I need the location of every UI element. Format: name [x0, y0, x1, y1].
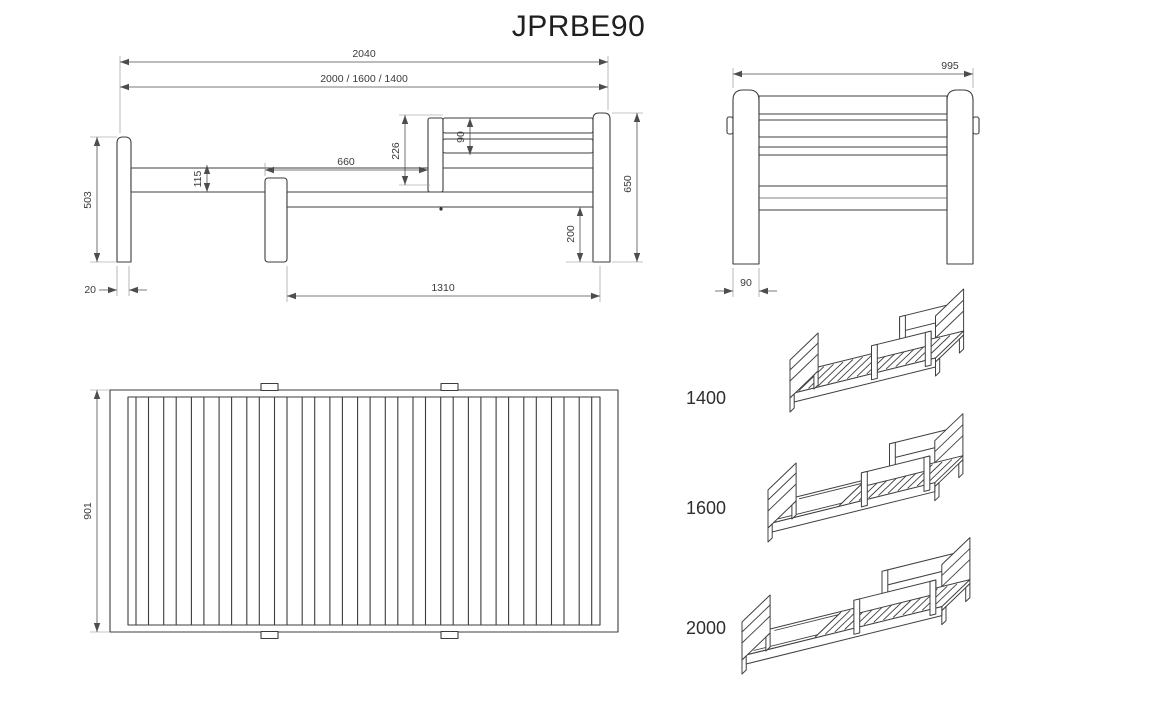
bed-3d-1600: [767, 413, 964, 543]
end-view-dimensions: 995 90: [715, 60, 974, 297]
side-view-dimensions: 2040 2000 / 1600 / 1400 660 226 90 503 1…: [82, 48, 643, 302]
dim-label-length-options: 2000 / 1600 / 1400: [320, 73, 408, 85]
side-view-geometry: [116, 112, 611, 263]
variant-label-1400: 1400: [686, 388, 726, 408]
dim-label-200: 200: [565, 225, 577, 243]
end-view-geometry: [726, 89, 980, 265]
rail-tab: [440, 630, 459, 640]
top-view: 901: [82, 382, 619, 640]
end-right-post: [946, 89, 974, 265]
handle-dot: [439, 207, 443, 211]
bed-3d-2000: [741, 537, 971, 675]
side-view: 2040 2000 / 1600 / 1400 660 226 90 503 1…: [82, 48, 643, 302]
left-clip: [726, 116, 734, 135]
footboard-post: [592, 112, 611, 263]
extension-leg: [264, 177, 288, 263]
right-clip: [972, 116, 980, 135]
variant-label-1600: 1600: [686, 498, 726, 518]
dim-label-650: 650: [622, 175, 634, 193]
top-view-dimensions: 901: [82, 389, 110, 633]
slat-array: [135, 396, 593, 626]
dim-label-901: 901: [82, 502, 94, 520]
dim-label-226: 226: [390, 142, 402, 160]
dim-label-2040: 2040: [352, 48, 376, 60]
variant-views: 1400 1600 2000: [686, 288, 971, 675]
rail-tab: [260, 382, 279, 392]
extension-rail: [286, 191, 594, 208]
variant-label-2000: 2000: [686, 618, 726, 638]
end-left-post: [732, 89, 760, 265]
dim-label-115: 115: [192, 170, 204, 187]
dim-label-20: 20: [84, 284, 96, 296]
top-view-geometry: [109, 382, 619, 640]
dim-label-90-guard: 90: [455, 131, 467, 143]
end-board-1: [758, 95, 948, 115]
end-view: 995 90: [715, 60, 980, 297]
guard-support: [427, 117, 444, 193]
dim-label-90-post: 90: [740, 277, 752, 289]
bed-3d-1400: [789, 288, 965, 413]
dim-label-503: 503: [82, 191, 94, 209]
dim-label-660: 660: [337, 156, 355, 168]
rail-tab: [440, 382, 459, 392]
end-board-2: [758, 119, 948, 138]
drawing-title: JPRBE90: [511, 10, 646, 43]
guard-board-top: [442, 117, 594, 134]
dim-label-1310: 1310: [431, 282, 455, 294]
end-platform-rail: [758, 146, 948, 156]
dim-label-995: 995: [941, 60, 959, 72]
headboard-post: [116, 136, 132, 263]
rail-tab: [260, 630, 279, 640]
